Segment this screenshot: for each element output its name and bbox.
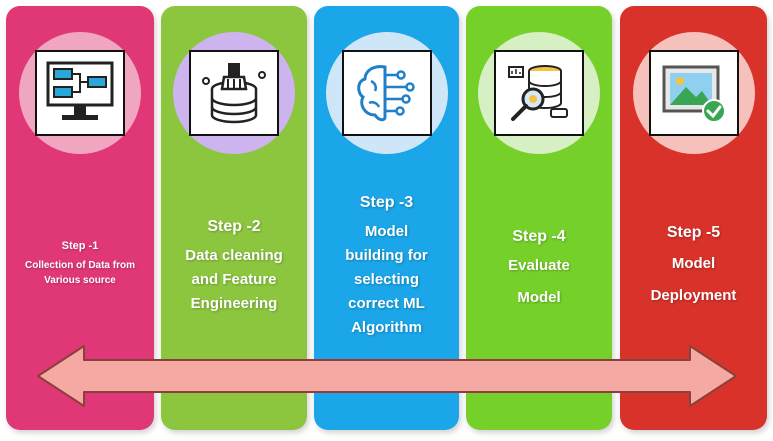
- step-3-description-line: building for: [345, 247, 428, 264]
- step-3-description-line: Algorithm: [351, 319, 422, 336]
- image-checkmark-icon: [648, 50, 739, 136]
- step-1-description-line: Various source: [44, 275, 116, 286]
- step-5-description-line: Model: [671, 255, 716, 272]
- brain-circuit-icon: [341, 50, 432, 136]
- step-3-icon-circle: [325, 32, 448, 154]
- database-magnifier-icon: [494, 50, 584, 136]
- double-arrow-icon: [37, 345, 737, 407]
- step-2-label: Step -2: [207, 218, 261, 235]
- step-2-description: Data cleaning and Feature Engineering: [167, 244, 301, 316]
- step-4-description-line: Model: [517, 289, 561, 306]
- data-cleaning-brush-icon: [189, 50, 279, 136]
- step-5-label: Step -5: [666, 224, 721, 241]
- step-1-description-line: Collection of Data from: [24, 260, 135, 271]
- step-3-label: Step -3: [359, 194, 414, 211]
- step-5-icon-circle: [632, 32, 755, 154]
- step-4-description: Evaluate Model: [472, 254, 606, 310]
- step-4-label: Step -4: [512, 228, 566, 245]
- step-5-description: Model Deployment: [626, 252, 761, 308]
- step-2-description-line: and Feature: [191, 271, 277, 288]
- step-3-description: Model building for selecting correct ML …: [320, 220, 453, 340]
- step-2-description-line: Data cleaning: [185, 247, 283, 264]
- step-2-description-line: Engineering: [190, 295, 278, 312]
- flowchart-monitor-icon: [35, 50, 125, 136]
- step-1-label: Step -1: [61, 240, 99, 252]
- step-1-panel: Step -1 Collection of Data from Various …: [6, 6, 154, 430]
- step-4-icon-circle: [478, 32, 600, 154]
- step-4-description-line: Evaluate: [508, 257, 570, 274]
- step-5-description-line: Deployment: [650, 287, 737, 304]
- step-3-description-line: selecting: [353, 271, 420, 288]
- step-2-icon-circle: [173, 32, 295, 154]
- step-1-description: Collection of Data from Various source: [12, 258, 148, 288]
- step-3-description-line: correct ML: [348, 295, 425, 312]
- step-1-icon-circle: [19, 32, 141, 154]
- step-3-description-line: Model: [364, 223, 409, 240]
